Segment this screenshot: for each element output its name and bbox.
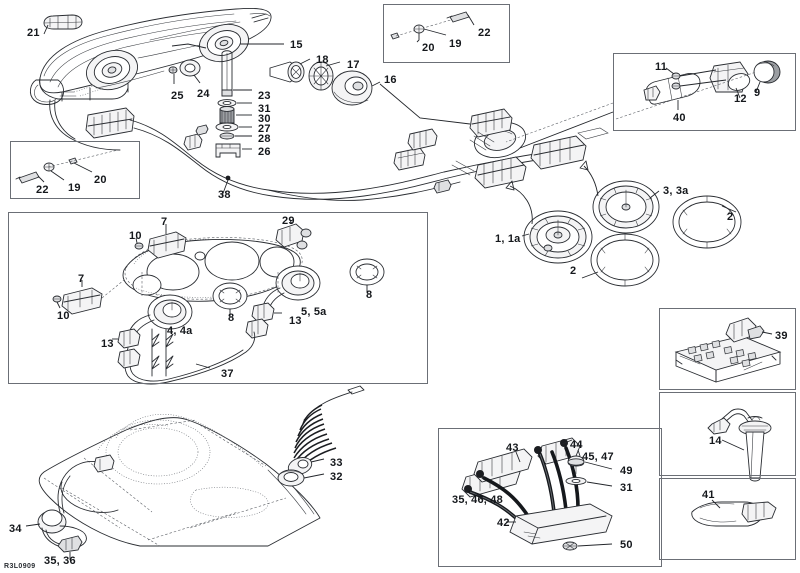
lanyard-base-32 — [277, 469, 325, 487]
callout-c37: 37 — [221, 368, 234, 380]
callout-c8a: 8 — [228, 312, 235, 324]
bracket-26 — [215, 143, 252, 158]
callout-c10a: 10 — [129, 230, 142, 242]
leader-40 — [519, 111, 614, 149]
callout-c19l: 19 — [68, 182, 81, 194]
callout-c34: 34 — [9, 523, 22, 535]
safety-lanyard — [277, 385, 365, 487]
lock-washer-31 — [217, 99, 252, 107]
callout-c50: 50 — [620, 539, 633, 551]
callout-c21: 21 — [27, 27, 40, 39]
callout-c4: 4, 4a — [167, 325, 193, 337]
callout-c29: 29 — [282, 215, 295, 227]
gauge-3 — [579, 160, 660, 234]
callout-c20t: 20 — [422, 42, 435, 54]
panel-inset-hardware-top — [383, 4, 510, 63]
nut-28 — [219, 132, 252, 140]
lanyard-cap-33 — [287, 457, 325, 475]
callout-c20l: 20 — [94, 174, 107, 186]
panel-panel-solenoid — [438, 428, 662, 567]
grommet-washer — [179, 59, 201, 84]
flat-washer-27 — [215, 122, 252, 132]
callout-c31b: 31 — [620, 482, 633, 494]
callout-c43: 43 — [506, 442, 519, 454]
callout-c32: 32 — [330, 471, 343, 483]
callout-c2b: 2 — [727, 211, 734, 223]
callout-c18: 18 — [316, 54, 329, 66]
callout-c16: 16 — [384, 74, 397, 86]
callout-c3: 3, 3a — [663, 185, 689, 197]
leader-16 — [379, 83, 471, 125]
callout-c25: 25 — [171, 90, 184, 102]
callout-c28: 28 — [258, 133, 271, 145]
callout-c24: 24 — [197, 88, 210, 100]
callout-c13b: 13 — [289, 315, 302, 327]
callout-c42: 42 — [497, 517, 510, 529]
callout-c26: 26 — [258, 146, 271, 158]
callout-c40: 40 — [673, 112, 686, 124]
ignition-switch-body — [269, 58, 311, 83]
callout-c11: 11 — [655, 61, 668, 73]
callout-c8b: 8 — [366, 289, 373, 301]
leader-40-dash — [505, 102, 614, 143]
callout-c15: 15 — [290, 39, 303, 51]
antenna-stack — [215, 50, 252, 158]
panel-panel-gauge-cluster — [8, 212, 428, 384]
callout-c13a: 13 — [101, 338, 114, 350]
leader-15b — [171, 43, 207, 49]
callout-c10b: 10 — [57, 310, 70, 322]
trim-ring-clip — [43, 14, 83, 35]
gauge-1 — [505, 180, 593, 264]
callout-c30: 30 — [258, 113, 271, 125]
callout-c49: 49 — [620, 465, 633, 477]
panel-inset-switch — [613, 53, 796, 131]
panel-panel-connector — [659, 478, 796, 560]
panel-inset-hardware-left — [10, 141, 140, 199]
callout-c4547: 45, 47 — [582, 451, 614, 463]
callout-c7a: 7 — [161, 216, 168, 228]
sheet-code-watermark: R3L0909 — [4, 563, 36, 570]
panel-panel-sensor — [659, 392, 796, 476]
callout-c44: 44 — [570, 439, 583, 451]
callout-c22t: 22 — [478, 27, 491, 39]
callout-c39: 39 — [775, 330, 788, 342]
callout-c23: 23 — [258, 90, 271, 102]
spacer-sleeve — [219, 106, 252, 124]
callout-c33: 33 — [330, 457, 343, 469]
callout-c354648: 35, 46, 48 — [452, 494, 503, 506]
callout-c38: 38 — [218, 189, 231, 201]
switch-retainer-nut — [308, 61, 341, 91]
callout-c17: 17 — [347, 59, 360, 71]
switch-cap — [331, 70, 381, 106]
antenna-rod — [221, 50, 252, 97]
hull-assembly — [38, 413, 321, 547]
callout-c9: 9 — [754, 87, 761, 99]
callout-c41: 41 — [702, 489, 715, 501]
callout-c27: 27 — [258, 123, 271, 135]
callout-c12: 12 — [734, 93, 747, 105]
steering-cowl-assembly — [29, 7, 272, 105]
small-screw — [168, 66, 178, 84]
callout-c2a: 2 — [570, 265, 577, 277]
callout-c3536: 35, 36 — [44, 555, 76, 567]
drain-plug-assembly — [25, 509, 87, 560]
callout-c14: 14 — [709, 435, 722, 447]
callout-c31a: 31 — [258, 103, 271, 115]
panel-panel-fusebox — [659, 308, 796, 390]
callout-c5: 5, 5a — [301, 306, 327, 318]
bezel-ring-2a — [581, 233, 660, 287]
callout-c22l: 22 — [36, 184, 49, 196]
callout-c1: 1, 1a — [495, 233, 521, 245]
callout-c7b: 7 — [78, 273, 85, 285]
callout-c19t: 19 — [449, 38, 462, 50]
